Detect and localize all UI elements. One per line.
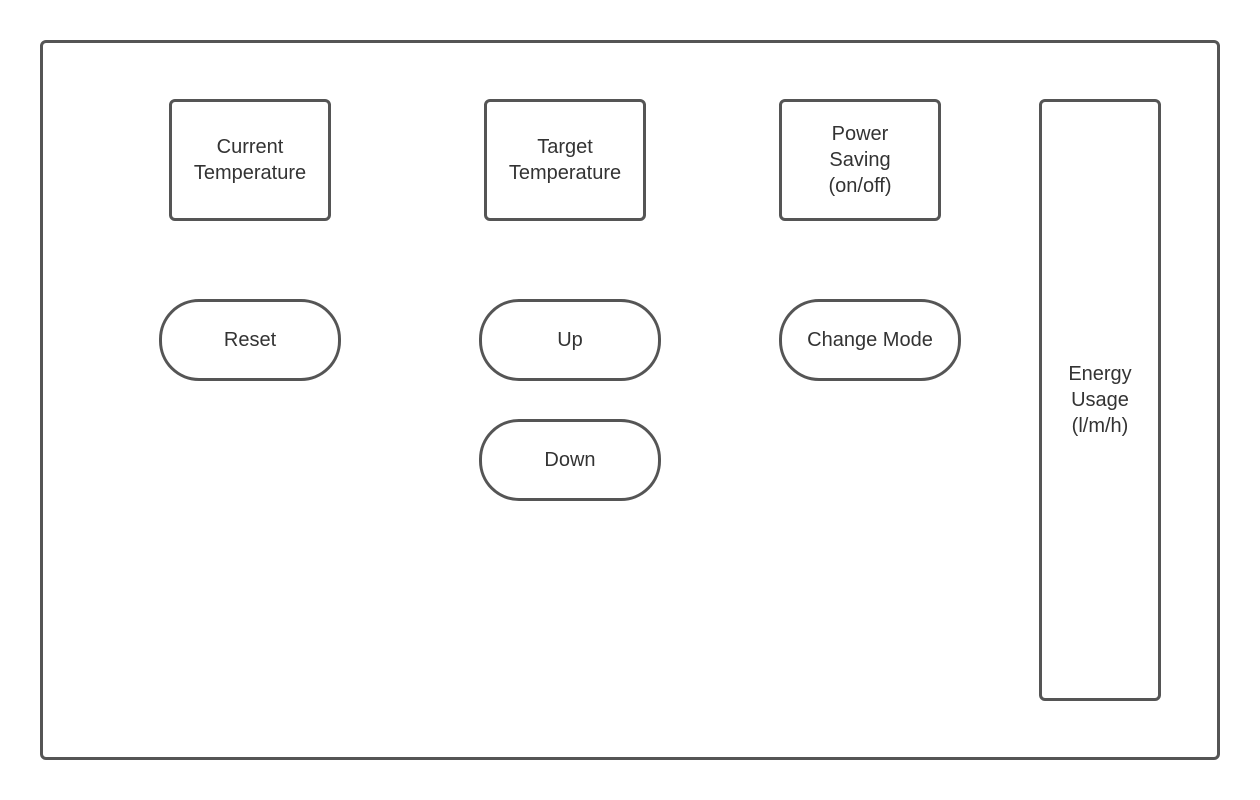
change-mode-button[interactable]: Change Mode — [779, 299, 961, 381]
change-mode-button-label: Change Mode — [807, 328, 933, 351]
reset-button-label: Reset — [223, 328, 277, 351]
down-button-label: Down — [544, 448, 596, 471]
target-temperature-display: Target Temperature — [484, 99, 646, 221]
up-button[interactable]: Up — [479, 299, 661, 381]
energy-usage-label: Energy Usage (l/m/h) — [1068, 363, 1132, 437]
reset-button[interactable]: Reset — [159, 299, 341, 381]
down-button[interactable]: Down — [479, 419, 661, 501]
current-temperature-display: Current Temperature — [169, 99, 331, 221]
power-saving-indicator: Power Saving (on/off) — [779, 99, 941, 221]
target-temperature-label: Target Temperature — [508, 136, 622, 184]
power-saving-label: Power Saving (on/off) — [828, 123, 892, 197]
up-button-label: Up — [557, 328, 583, 351]
current-temperature-label: Current Temperature — [193, 136, 307, 184]
energy-usage-meter: Energy Usage (l/m/h) — [1039, 99, 1161, 701]
